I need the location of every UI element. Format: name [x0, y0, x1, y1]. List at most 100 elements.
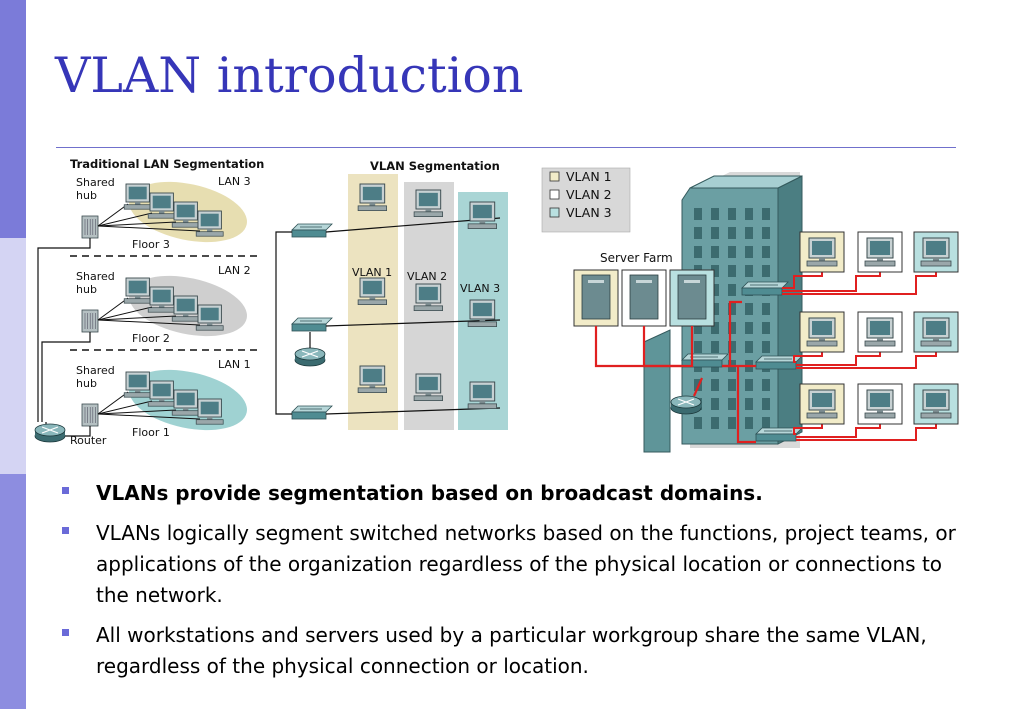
building-window	[745, 265, 753, 277]
legend-swatch	[549, 207, 560, 218]
vlan-column-label: VLAN 1	[352, 266, 392, 279]
workstation-icon	[467, 381, 497, 409]
shared-hub-icon	[81, 215, 99, 239]
hub-link	[97, 203, 129, 227]
building-window	[694, 417, 702, 429]
workstation-icon	[357, 277, 387, 305]
legend-swatch	[549, 189, 560, 200]
switch-icon	[681, 353, 729, 368]
server-icon	[573, 269, 619, 327]
server-icon	[669, 269, 715, 327]
hub-link	[97, 306, 153, 321]
workstation-icon	[467, 201, 497, 229]
building-window	[745, 246, 753, 258]
workstation-icon	[357, 365, 387, 393]
building-window	[728, 284, 736, 296]
building-window	[728, 227, 736, 239]
bullet-item: All workstations and servers used by a p…	[62, 620, 962, 682]
bullet-square-icon	[62, 487, 69, 494]
router-label: Router	[70, 434, 107, 447]
trunk-line	[325, 407, 501, 415]
building-window	[728, 341, 736, 353]
hub-link	[97, 315, 177, 321]
building-window	[762, 246, 770, 258]
access-link	[793, 424, 823, 435]
building-window	[694, 208, 702, 220]
building-window	[728, 246, 736, 258]
legend-label: VLAN 1	[566, 169, 612, 184]
shared-hub-label: hub	[76, 377, 97, 390]
bullet-square-icon	[62, 527, 69, 534]
building-window	[745, 227, 753, 239]
hub-link	[97, 212, 153, 227]
switch-icon	[291, 405, 333, 420]
side-bar-top	[0, 0, 26, 238]
legend-swatch	[549, 171, 560, 182]
hub-link	[97, 400, 153, 415]
shared-hub-label: Shared	[76, 176, 115, 189]
lan-label: LAN 2	[218, 264, 251, 277]
building-window	[711, 398, 719, 410]
server-link	[642, 326, 682, 368]
building-window	[711, 417, 719, 429]
bullet-text: VLANs provide segmentation based on broa…	[96, 481, 763, 505]
workstation-icon	[413, 189, 443, 217]
building-window	[762, 379, 770, 391]
distribution-link	[736, 366, 756, 444]
workstation-icon	[123, 277, 152, 304]
server-icon	[621, 269, 667, 327]
switch-icon	[291, 223, 333, 238]
workstation-icon	[195, 398, 224, 425]
building-window	[762, 265, 770, 277]
workstation-icon	[195, 210, 224, 237]
building-window	[745, 208, 753, 220]
vlan-column-label: VLAN 2	[407, 270, 447, 283]
vlan-segmentation-title: VLAN Segmentation	[370, 159, 500, 173]
building-window	[694, 322, 702, 334]
traditional-lan-title: Traditional LAN Segmentation	[70, 157, 264, 171]
lan-label: LAN 3	[218, 175, 251, 188]
shared-hub-icon	[81, 403, 99, 427]
shared-hub-label: hub	[76, 283, 97, 296]
workstation-icon	[147, 286, 176, 313]
router-icon	[34, 423, 66, 443]
slide-title: VLAN introduction	[55, 47, 524, 104]
router-icon	[670, 395, 702, 415]
building-window	[711, 208, 719, 220]
hub-link	[97, 297, 129, 321]
building-window	[762, 208, 770, 220]
workstation-icon	[920, 389, 952, 419]
access-link	[796, 424, 937, 441]
building-window	[745, 341, 753, 353]
building-window	[694, 341, 702, 353]
workstation-icon	[171, 389, 200, 416]
building-window	[745, 322, 753, 334]
workstation-icon	[171, 201, 200, 228]
building-window	[694, 227, 702, 239]
shared-hub-label: Shared	[76, 270, 115, 283]
workstation-icon	[806, 389, 838, 419]
building-window	[711, 246, 719, 258]
access-link	[796, 352, 937, 369]
building-window	[711, 341, 719, 353]
side-bar-bottom	[0, 474, 26, 709]
lan-label: LAN 1	[218, 358, 251, 371]
bullet-square-icon	[62, 629, 69, 636]
building-window	[728, 265, 736, 277]
shared-hub-label: hub	[76, 189, 97, 202]
workstation-icon	[413, 373, 443, 401]
workstation-icon	[864, 317, 896, 347]
building-window	[745, 398, 753, 410]
bullet-list: VLANs provide segmentation based on broa…	[62, 478, 962, 691]
bullet-item: VLANs logically segment switched network…	[62, 518, 962, 611]
building-window	[711, 227, 719, 239]
access-link	[782, 272, 881, 292]
workstation-icon	[147, 380, 176, 407]
vlan-diagram: Traditional LAN SegmentationSharedhubLAN…	[34, 157, 959, 453]
workstation-icon	[357, 183, 387, 211]
access-link	[796, 352, 881, 366]
workstation-icon	[195, 304, 224, 331]
router-link	[692, 377, 704, 397]
building-window	[745, 303, 753, 315]
router-icon	[294, 347, 326, 367]
